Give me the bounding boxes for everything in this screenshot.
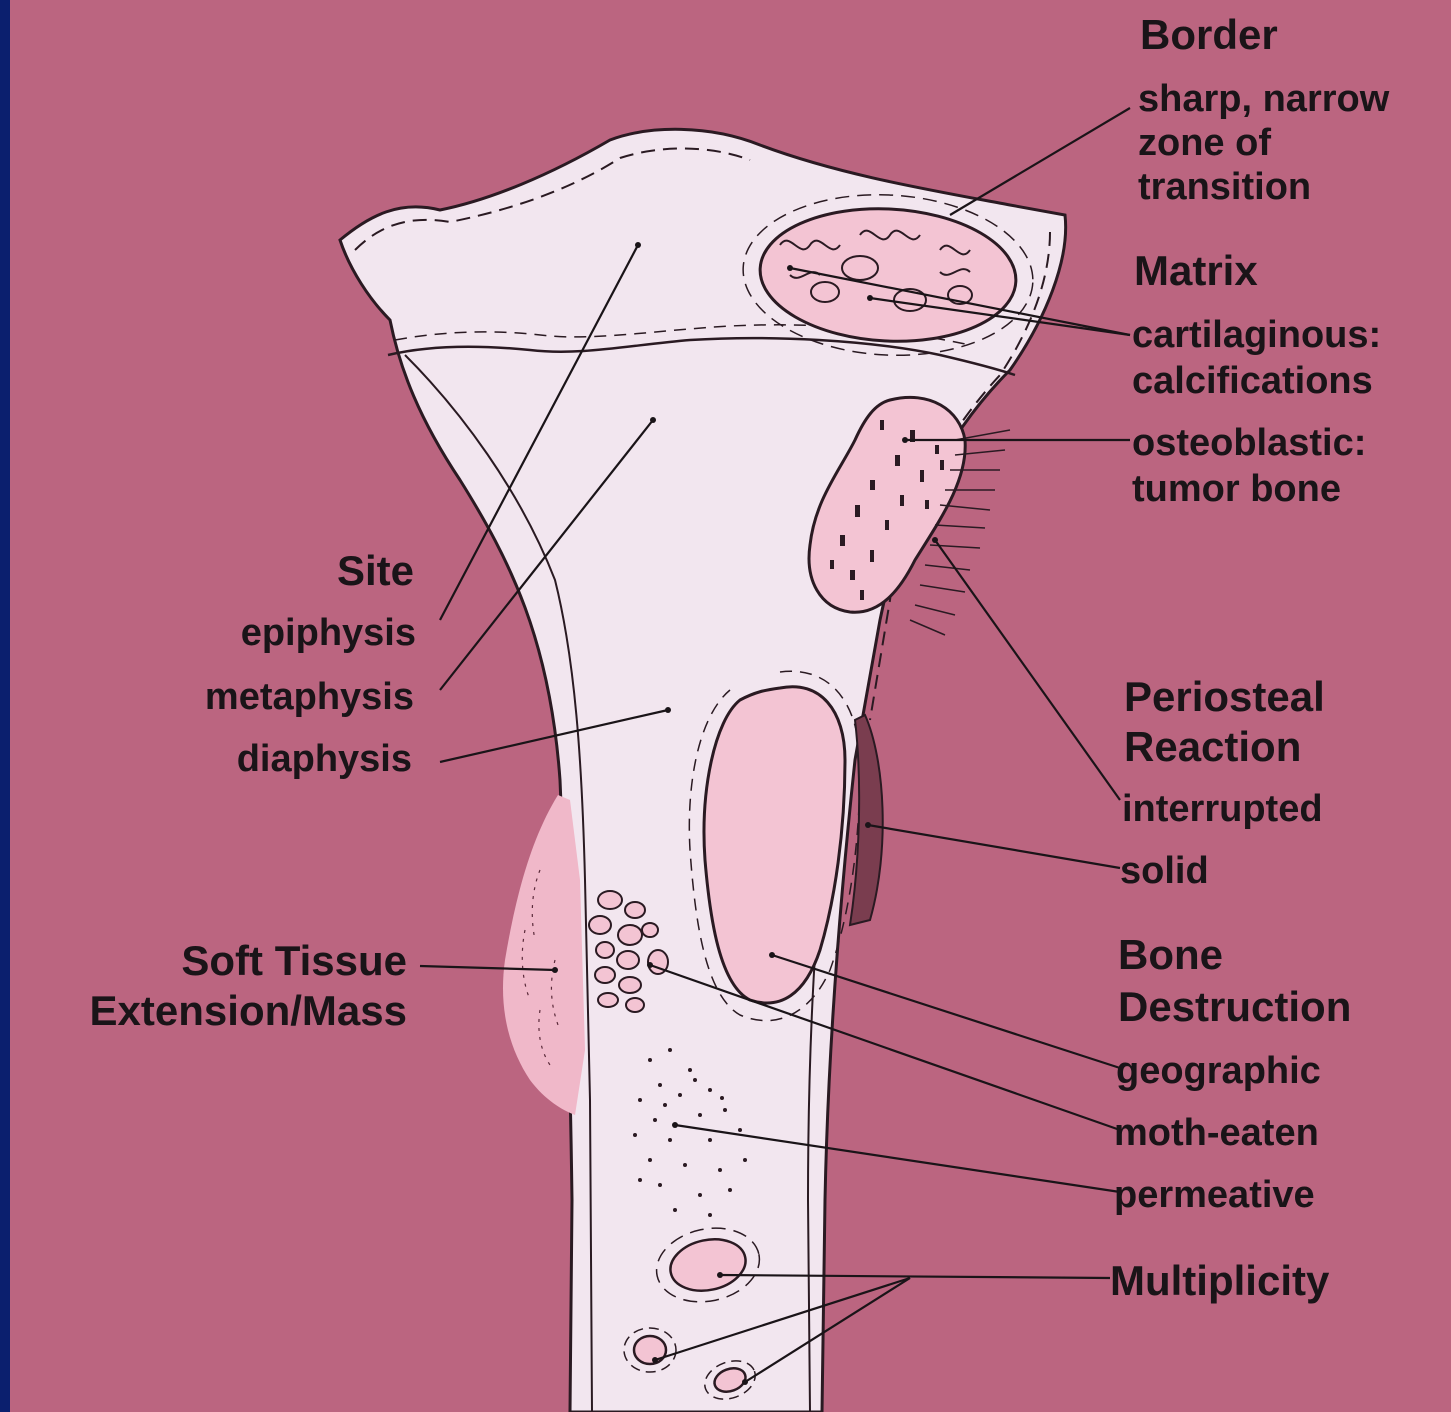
site-title: Site: [337, 550, 414, 592]
matrix-title: Matrix: [1134, 250, 1258, 292]
bone-lesion-diagram: Border sharp, narrow zone of transition …: [10, 0, 1451, 1412]
border-desc-line1: sharp, narrow: [1138, 80, 1389, 118]
matrix-cartilaginous-line1: cartilaginous:: [1132, 316, 1381, 354]
site-metaphysis: metaphysis: [205, 678, 414, 716]
periosteal-solid: solid: [1120, 852, 1209, 890]
border-desc-line2: zone of: [1138, 124, 1271, 162]
multiplicity-title: Multiplicity: [1110, 1260, 1329, 1302]
matrix-osteoblastic-line1: osteoblastic:: [1132, 424, 1366, 462]
destruction-geographic: geographic: [1116, 1052, 1321, 1090]
periosteal-title-line2: Reaction: [1124, 726, 1301, 768]
periosteal-interrupted: interrupted: [1122, 790, 1323, 828]
destruction-permeative: permeative: [1114, 1176, 1315, 1214]
border-desc-line3: transition: [1138, 168, 1311, 206]
soft-tissue-line1: Soft Tissue: [181, 940, 407, 982]
destruction-title-line1: Bone: [1118, 934, 1223, 976]
matrix-osteoblastic-line2: tumor bone: [1132, 470, 1341, 508]
site-diaphysis: diaphysis: [237, 740, 412, 778]
destruction-moth-eaten: moth-eaten: [1114, 1114, 1319, 1152]
destruction-title-line2: Destruction: [1118, 986, 1351, 1028]
matrix-cartilaginous-line2: calcifications: [1132, 362, 1373, 400]
periosteal-title-line1: Periosteal: [1124, 676, 1325, 718]
soft-tissue-mass: [503, 795, 585, 1115]
border-title: Border: [1140, 14, 1278, 56]
soft-tissue-line2: Extension/Mass: [90, 990, 407, 1032]
site-epiphysis: epiphysis: [241, 614, 416, 652]
